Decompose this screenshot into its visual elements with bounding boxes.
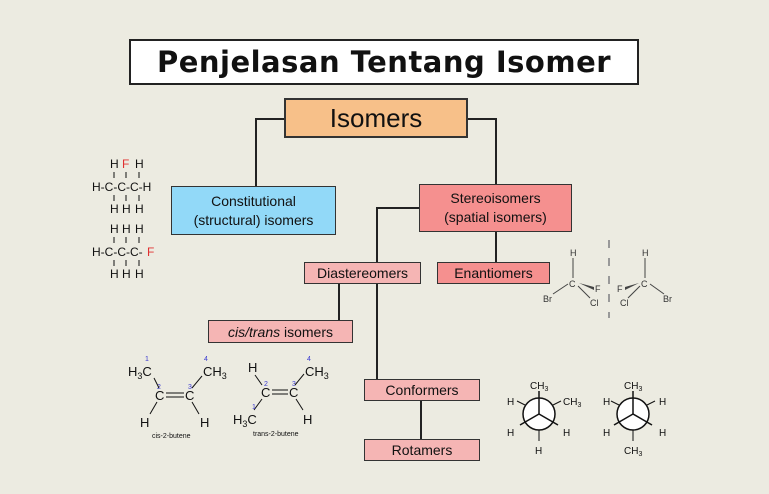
svg-text:3: 3 (292, 381, 296, 388)
svg-text:F: F (122, 157, 129, 171)
svg-text:H: H (570, 248, 577, 258)
svg-text:CH3: CH3 (563, 397, 581, 409)
svg-text:H: H (535, 446, 542, 457)
svg-text:H: H (110, 222, 119, 236)
enantiomer-right: H C Br Cl F (617, 248, 672, 308)
diastereomers-label: Diastereomers (316, 265, 409, 281)
svg-text:H-C-C-C-: H-C-C-C- (92, 245, 143, 259)
constitutional-node: Constitutional (structural) isomers (171, 186, 336, 235)
cis-trans-rest-label: isomers (280, 323, 334, 340)
svg-text:H: H (140, 415, 149, 430)
svg-text:H: H (122, 267, 131, 281)
svg-text:H: H (603, 397, 610, 408)
rotamers-label: Rotamers (391, 442, 453, 458)
svg-text:H: H (110, 202, 119, 216)
svg-text:F: F (147, 245, 154, 259)
svg-text:F: F (595, 284, 601, 294)
stereoisomers-label-line2: (spatial isomers) (444, 209, 547, 225)
svg-text:H: H (135, 267, 144, 281)
svg-text:H: H (122, 222, 131, 236)
conformers-label: Conformers (385, 382, 459, 398)
cis-trans-italic-label: cis/trans (227, 323, 281, 340)
svg-text:H: H (200, 415, 209, 430)
enantiomer-left: H C Br Cl F (543, 248, 601, 308)
svg-text:CH3: CH3 (624, 381, 642, 393)
svg-text:H: H (507, 397, 514, 408)
svg-text:H3C: H3C (233, 412, 257, 429)
isomers-node: Isomers (284, 98, 468, 138)
connector-isomers-constitutional (255, 118, 284, 186)
svg-text:Br: Br (543, 294, 552, 304)
title-box: Penjelasan Tentang Isomer (129, 39, 639, 85)
cis-2-butene-structure: H3C 1 CH3 4 C 2 C 3 H H cis-2-butene (128, 356, 227, 440)
svg-text:H: H (603, 428, 610, 439)
stereoisomers-node: Stereoisomers (spatial isomers) (419, 184, 572, 232)
stereoisomers-label-line1: Stereoisomers (450, 190, 541, 206)
page-title: Penjelasan Tentang Isomer (156, 45, 612, 79)
enantiomers-label: Enantiomers (454, 265, 533, 281)
rotamers-node: Rotamers (364, 439, 480, 461)
svg-text:CH3: CH3 (530, 381, 548, 393)
connector-stereo-diastereomers (376, 207, 419, 262)
svg-text:H: H (135, 202, 144, 216)
svg-text:H3C: H3C (128, 364, 152, 381)
svg-text:Cl: Cl (590, 298, 599, 308)
trans-2-butene-label: trans-2-butene (253, 431, 299, 438)
svg-text:C: C (569, 279, 576, 289)
svg-text:3: 3 (188, 384, 192, 391)
conformers-node: Conformers (364, 379, 480, 401)
connector-isomers-stereo (468, 118, 497, 184)
trans-2-butene-structure: H CH3 4 C 2 C 3 1 H3C H trans-2-butene (233, 356, 329, 438)
svg-text:H: H (303, 412, 312, 427)
cis-2-butene-label: cis-2-butene (152, 433, 191, 440)
svg-text:H: H (110, 267, 119, 281)
svg-text:F: F (617, 284, 623, 294)
svg-text:1: 1 (252, 404, 256, 411)
enantiomers-node: Enantiomers (437, 262, 550, 284)
svg-text:C: C (185, 388, 194, 403)
svg-text:C: C (289, 385, 298, 400)
svg-text:H: H (122, 202, 131, 216)
svg-text:H: H (110, 157, 119, 171)
newman-projection-staggered: CH3 H CH3 H H H (507, 381, 581, 457)
constitutional-label-line2: (structural) isomers (193, 211, 314, 228)
svg-text:C: C (641, 279, 648, 289)
svg-text:H: H (642, 248, 649, 258)
svg-text:2: 2 (264, 381, 268, 388)
svg-text:C: C (261, 385, 270, 400)
constitutional-label-line1: Constitutional (211, 192, 296, 209)
svg-text:H: H (659, 397, 666, 408)
svg-text:CH3: CH3 (305, 364, 329, 381)
svg-text:CH3: CH3 (203, 364, 227, 381)
svg-text:Br: Br (663, 294, 672, 304)
svg-text:H-C-C-C-H: H-C-C-C-H (92, 180, 151, 194)
svg-text:H: H (135, 222, 144, 236)
newman-projection-anti: CH3 H H H H CH3 (603, 381, 666, 458)
svg-text:H: H (659, 428, 666, 439)
svg-text:Cl: Cl (620, 298, 629, 308)
svg-text:4: 4 (307, 356, 311, 363)
svg-text:1: 1 (145, 356, 149, 363)
svg-text:4: 4 (204, 356, 208, 363)
cis-trans-node: cis/trans isomers (208, 320, 353, 343)
svg-text:C: C (155, 388, 164, 403)
svg-text:H: H (135, 157, 144, 171)
svg-text:H: H (248, 360, 257, 375)
svg-text:CH3: CH3 (624, 446, 642, 458)
svg-text:H: H (507, 428, 514, 439)
svg-text:H: H (563, 428, 570, 439)
isomers-label: Isomers (329, 102, 423, 133)
diastereomers-node: Diastereomers (304, 262, 421, 284)
